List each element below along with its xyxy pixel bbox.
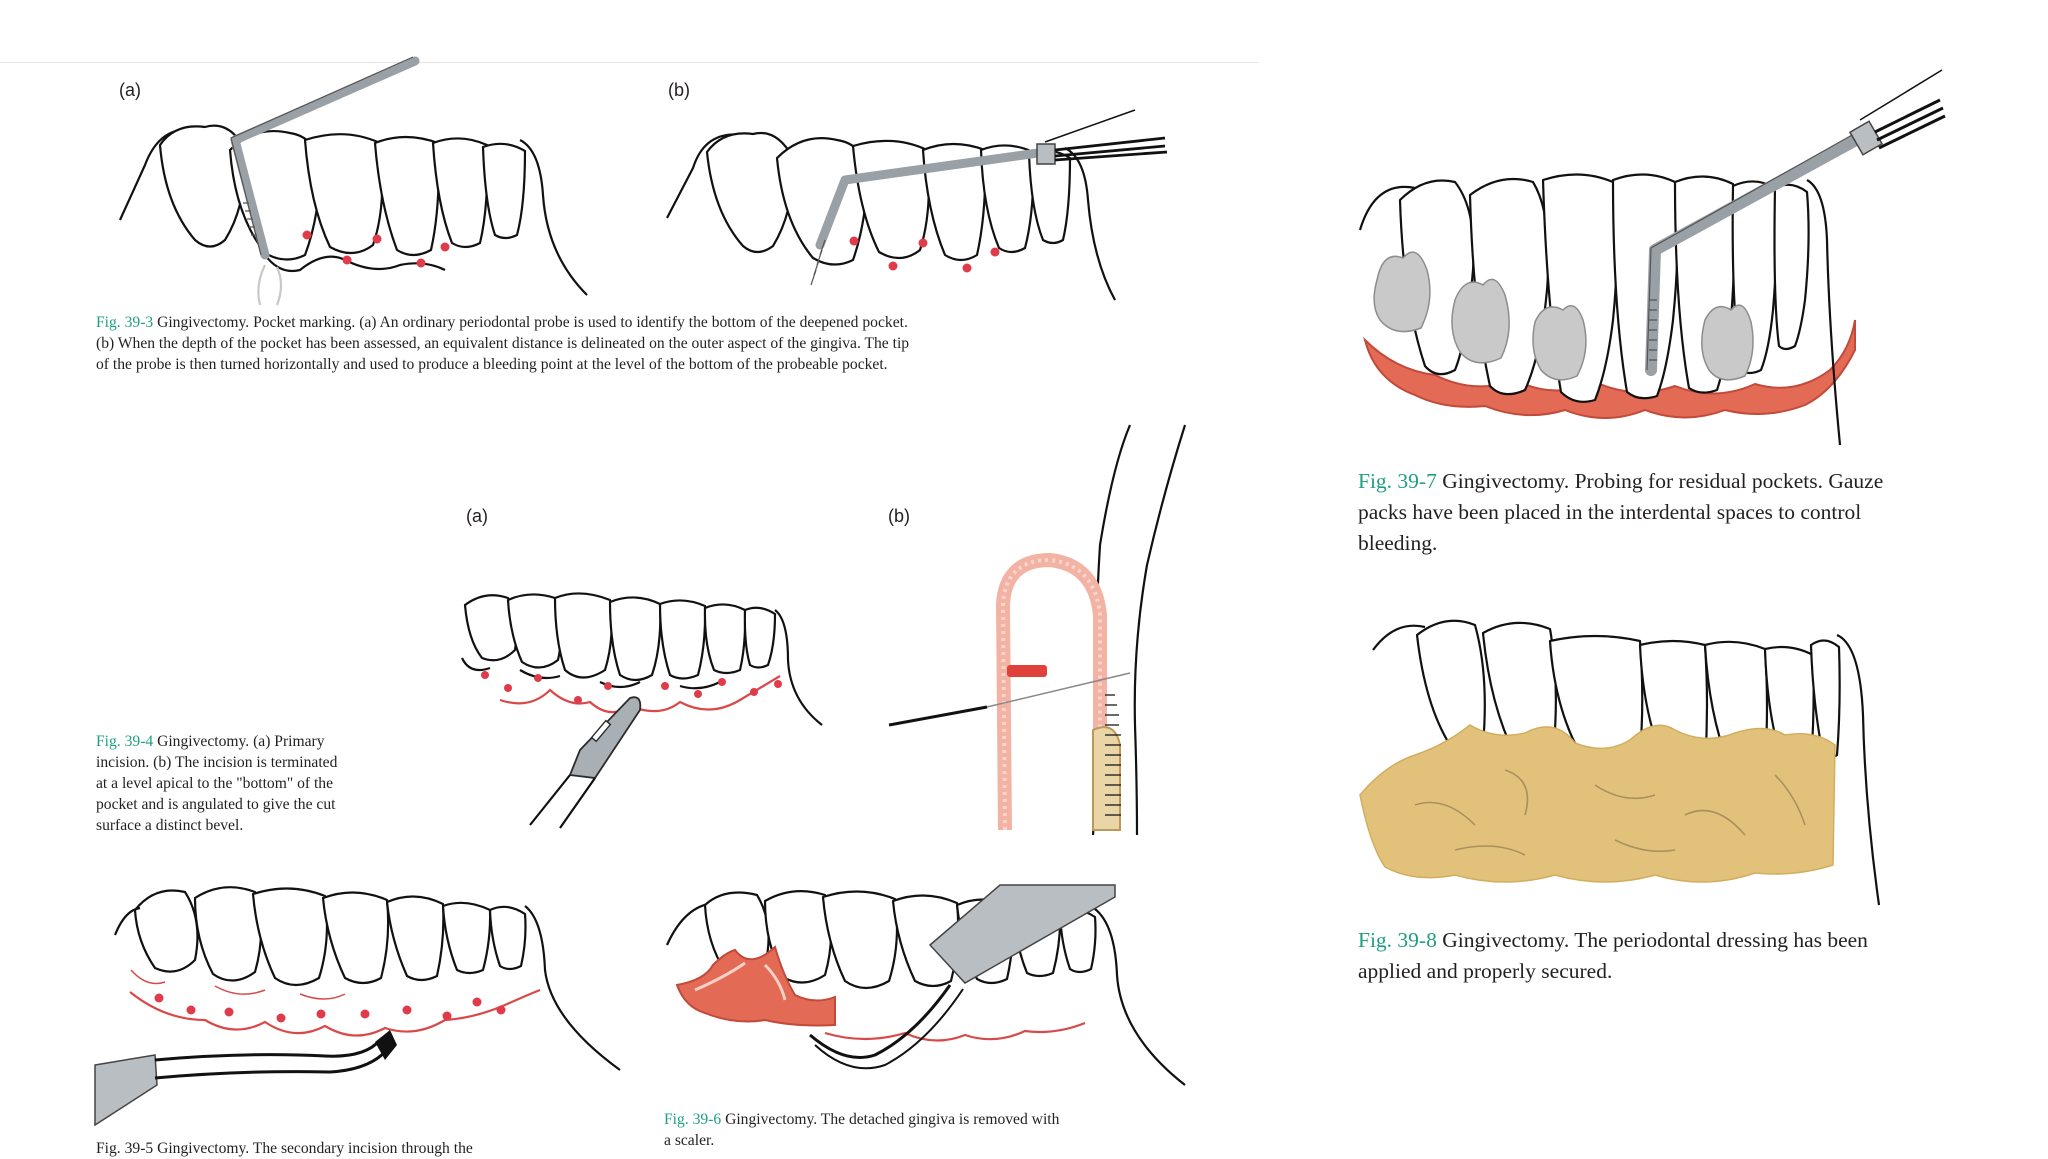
fig39-4-caption-line-5: surface a distinct bevel. xyxy=(96,817,244,834)
fig39-6-caption: Fig. 39-6 Gingivectomy. The detached gin… xyxy=(664,1109,1204,1151)
fig39-7-caption-line-3: bleeding. xyxy=(1358,531,1438,555)
fig39-3-caption-line-1: Fig. 39-3 Gingivectomy. Pocket marking. … xyxy=(96,312,1216,333)
fig39-4-caption-text-1: Gingivectomy. (a) Primary xyxy=(153,733,325,750)
fig39-3-caption-line-3: of the probe is then turned horizontally… xyxy=(96,356,888,373)
fig39-7-number: Fig. 39-7 xyxy=(1358,469,1437,493)
page-top-rule xyxy=(0,62,1258,63)
fig39-4-caption-line-3: at a level apical to the "bottom" of the xyxy=(96,775,334,792)
fig39-4-number: Fig. 39-4 xyxy=(96,733,154,750)
fig39-7-caption: Fig. 39-7 Gingivectomy. Probing for resi… xyxy=(1358,466,1938,559)
fig39-3-panel-b-label: (b) xyxy=(668,80,690,100)
fig39-4-panel-a-label: (a) xyxy=(466,506,488,526)
fig39-4-panel-a-illustration xyxy=(461,592,823,829)
fig39-3-panel-a-label: (a) xyxy=(119,80,141,100)
fig39-4-caption-line-2: incision. (b) The incision is terminated xyxy=(96,754,338,771)
fig39-7-caption-line-2: packs have been placed in the interdenta… xyxy=(1358,500,1862,524)
fig39-4-panel-b-label: (b) xyxy=(888,506,910,526)
fig39-3-number: Fig. 39-3 xyxy=(96,314,154,331)
fig39-8-caption-line-2: applied and properly secured. xyxy=(1358,959,1613,983)
fig39-6-caption-text-1: Gingivectomy. The detached gingiva is re… xyxy=(721,1111,1060,1128)
fig39-8-number: Fig. 39-8 xyxy=(1358,928,1437,952)
fig39-7-illustration xyxy=(1358,69,1946,446)
fig39-7-caption-line-1: Fig. 39-7 Gingivectomy. Probing for resi… xyxy=(1358,466,1938,497)
fig39-6-illustration xyxy=(665,884,1186,1086)
fig39-6-number: Fig. 39-6 xyxy=(664,1111,722,1128)
fig39-8-caption-text-1: Gingivectomy. The periodontal dressing h… xyxy=(1436,928,1868,952)
fig39-8-caption: Fig. 39-8 Gingivectomy. The periodontal … xyxy=(1358,925,1938,987)
fig39-4-caption: Fig. 39-4 Gingivectomy. (a) Primary inci… xyxy=(96,731,426,836)
fig39-5-caption-fragment: Fig. 39-5 Gingivectomy. The secondary in… xyxy=(96,1140,473,1157)
fig39-3-caption-text-1: Gingivectomy. Pocket marking. (a) An ord… xyxy=(153,314,908,331)
fig39-3-caption-line-2: (b) When the depth of the pocket has bee… xyxy=(96,335,910,352)
fig39-8-illustration xyxy=(1359,619,1881,906)
fig39-4-caption-line-4: pocket and is angulated to give the cut xyxy=(96,796,336,813)
fig39-6-caption-line-2: a scaler. xyxy=(664,1132,715,1149)
fig39-3-caption: Fig. 39-3 Gingivectomy. Pocket marking. … xyxy=(96,312,1216,375)
fig39-4-panel-b-illustration xyxy=(888,424,1187,836)
fig39-7-caption-text-1: Gingivectomy. Probing for residual pocke… xyxy=(1436,469,1884,493)
fig39-6-caption-line-1: Fig. 39-6 Gingivectomy. The detached gin… xyxy=(664,1109,1204,1130)
fig39-5-illustration xyxy=(94,886,621,1127)
fig39-8-caption-line-1: Fig. 39-8 Gingivectomy. The periodontal … xyxy=(1358,925,1938,956)
fig39-3-panel-b-illustration xyxy=(666,109,1168,301)
fig39-4-caption-line-1: Fig. 39-4 Gingivectomy. (a) Primary xyxy=(96,731,426,752)
fig39-3-panel-a-illustration xyxy=(118,56,588,306)
